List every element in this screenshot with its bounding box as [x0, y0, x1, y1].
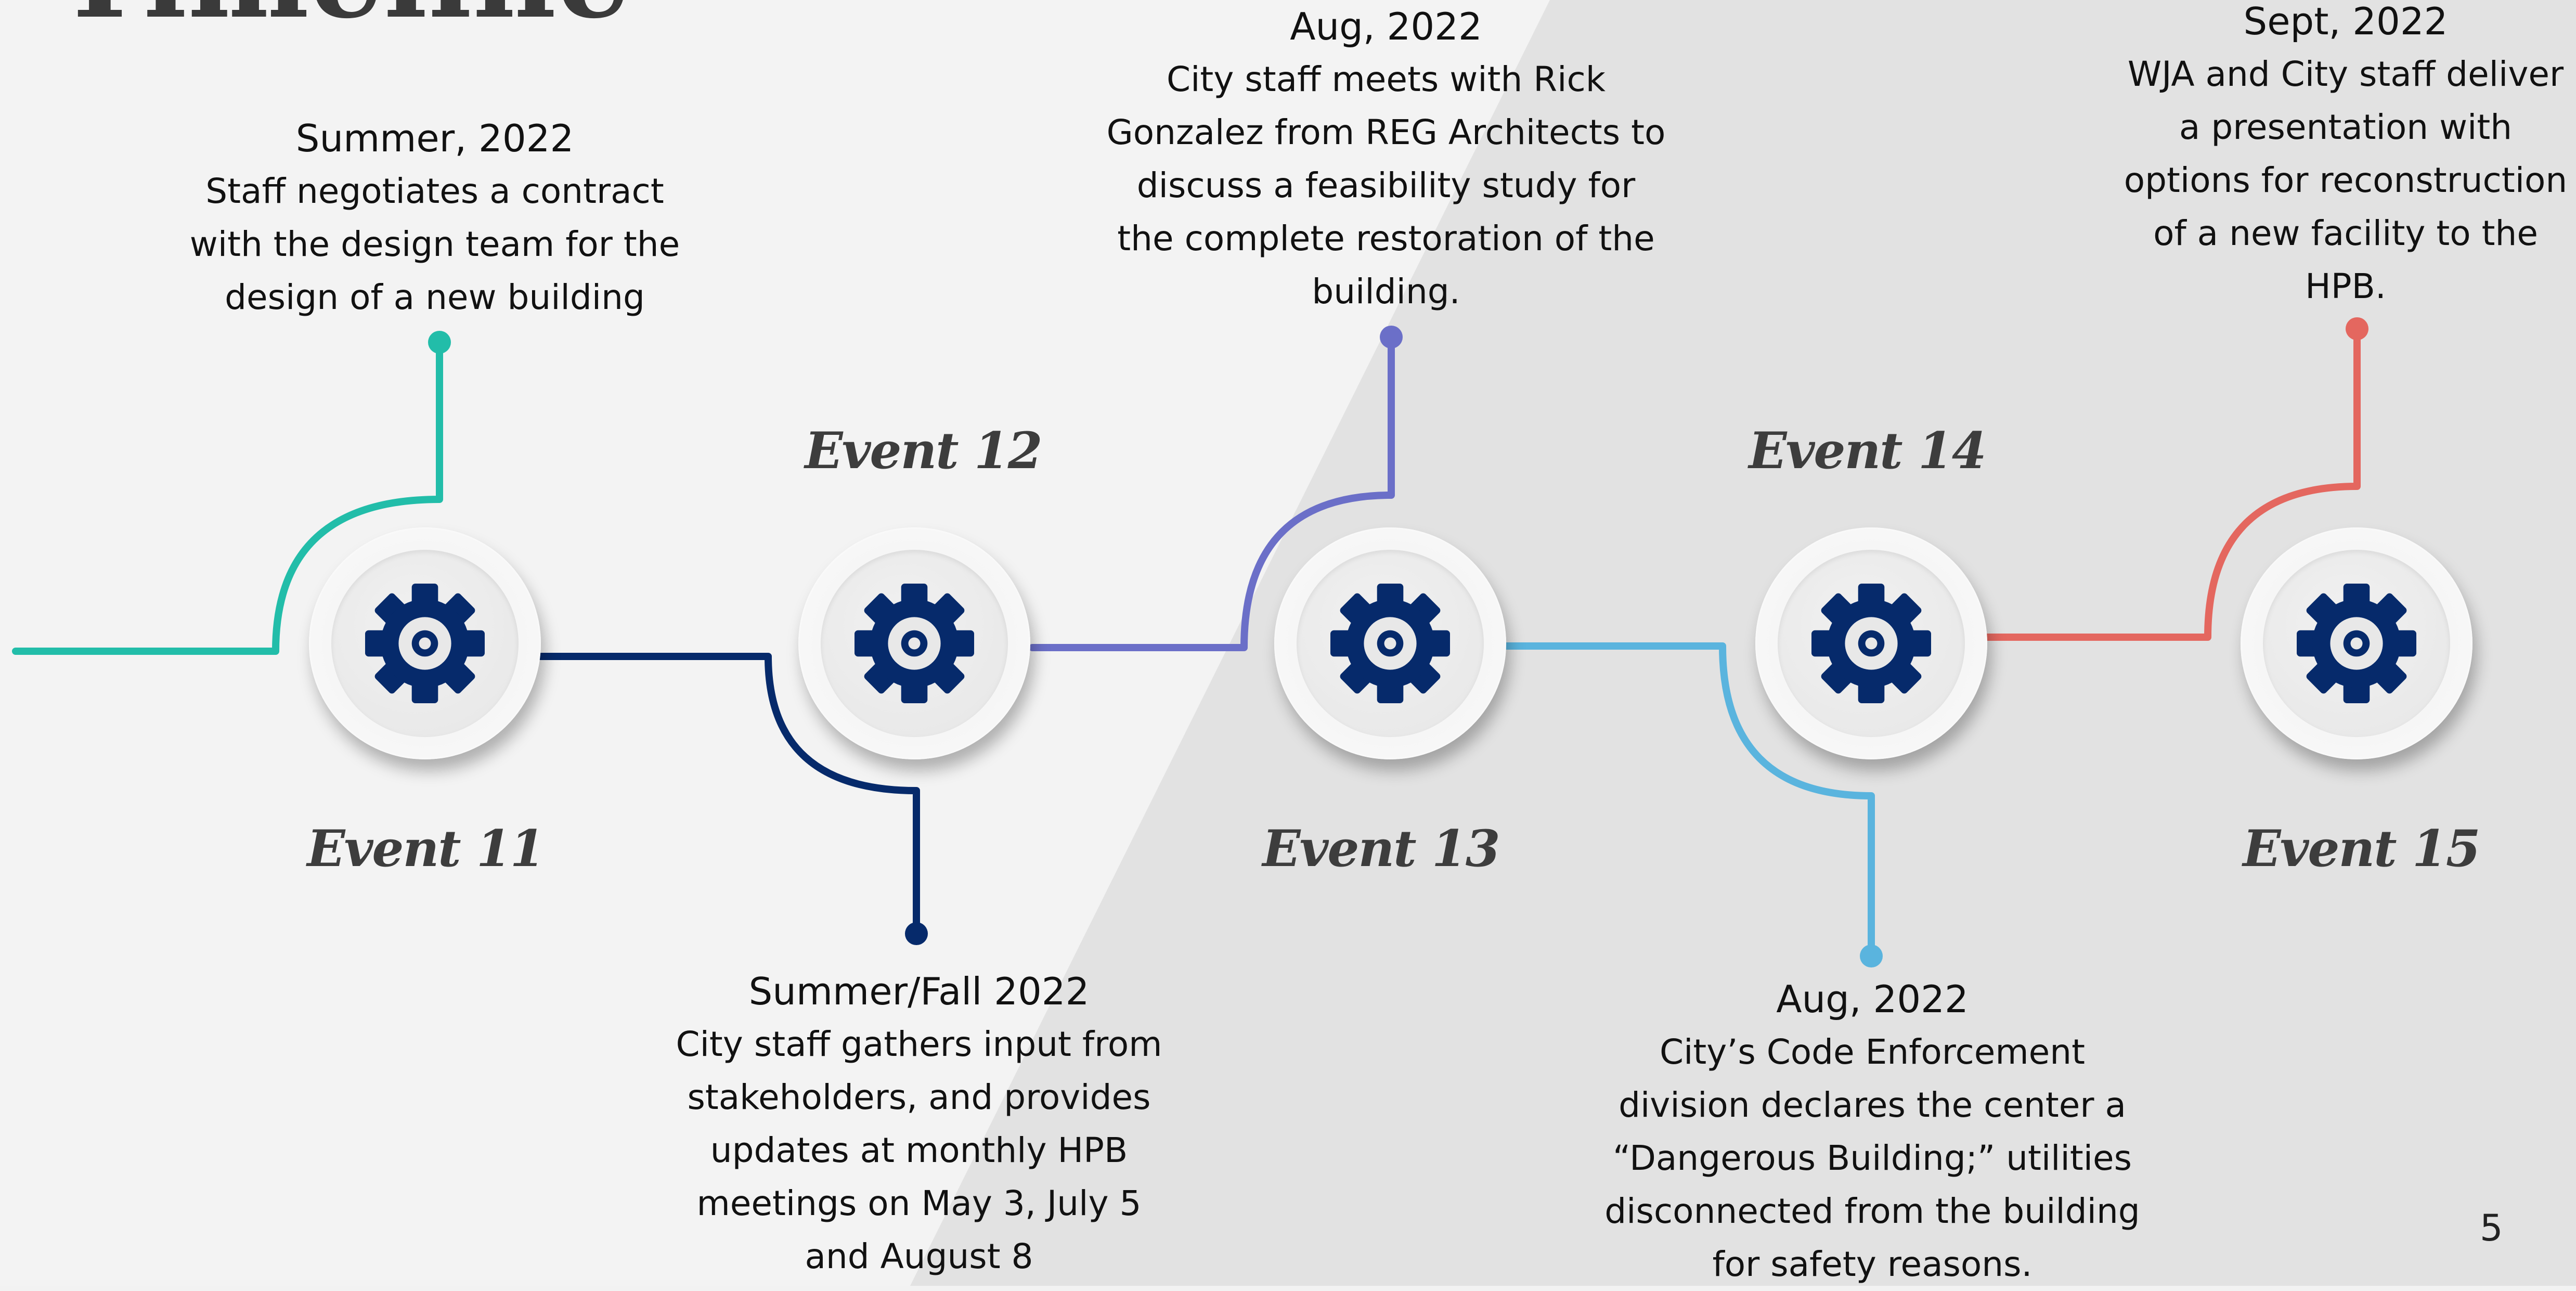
- gear-icon: [855, 584, 974, 703]
- event-12-date: Summer/Fall 2022: [748, 970, 1090, 1013]
- event-12-label: Event 12: [805, 421, 1042, 480]
- event-14-date: Aug, 2022: [1776, 977, 1969, 1021]
- dot-event-14: [1860, 945, 1883, 967]
- event-12-description: Summer/Fall 2022 City staff gathers inpu…: [672, 965, 1166, 1283]
- event-15-node: [2241, 527, 2473, 759]
- gear-icon: [365, 584, 485, 703]
- dot-event-11: [428, 331, 451, 354]
- event-14-node: [1755, 527, 1987, 759]
- event-13-text: City staff meets with Rick Gonzalez from…: [1106, 59, 1666, 312]
- event-14-description: Aug, 2022 City’s Code Enforcement divisi…: [1589, 973, 2156, 1291]
- dot-event-13: [1380, 326, 1403, 348]
- event-13-description: Aug, 2022 City staff meets with Rick Gon…: [1105, 0, 1667, 318]
- gear-icon: [1330, 584, 1450, 703]
- event-15-text: WJA and City staff deliver a presentatio…: [2124, 54, 2568, 306]
- gear-icon: [2297, 584, 2416, 703]
- event-15-description: Sept, 2022 WJA and City staff deliver a …: [2117, 0, 2574, 313]
- event-14-text: City’s Code Enforcement division declare…: [1604, 1032, 2140, 1284]
- dot-event-15: [2346, 317, 2368, 340]
- page-number: 5: [2480, 1207, 2503, 1249]
- connector-event-15: [1983, 327, 2361, 641]
- event-11-description: Summer, 2022 Staff negotiates a contract…: [167, 112, 703, 324]
- event-11-label: Event 11: [307, 819, 545, 878]
- event-13-date: Aug, 2022: [1290, 5, 1482, 48]
- event-13-node: [1274, 527, 1506, 759]
- event-13-label: Event 13: [1262, 819, 1500, 878]
- page-title: Timeline: [57, 0, 631, 44]
- event-11-node: [309, 527, 541, 759]
- event-15-date: Sept, 2022: [2243, 0, 2448, 43]
- connector-event-14: [1499, 642, 1875, 958]
- event-14-label: Event 14: [1749, 421, 1986, 480]
- connector-event-11: [12, 340, 443, 655]
- connector-event-12: [537, 653, 920, 935]
- event-15-label: Event 15: [2243, 819, 2480, 878]
- dot-event-12: [905, 922, 928, 945]
- connector-event-13: [1029, 334, 1395, 651]
- event-11-text: Staff negotiates a contract with the des…: [189, 171, 680, 317]
- event-12-node: [798, 527, 1030, 759]
- gear-icon: [1811, 584, 1931, 703]
- event-12-text: City staff gathers input from stakeholde…: [676, 1024, 1162, 1276]
- event-11-date: Summer, 2022: [295, 117, 574, 160]
